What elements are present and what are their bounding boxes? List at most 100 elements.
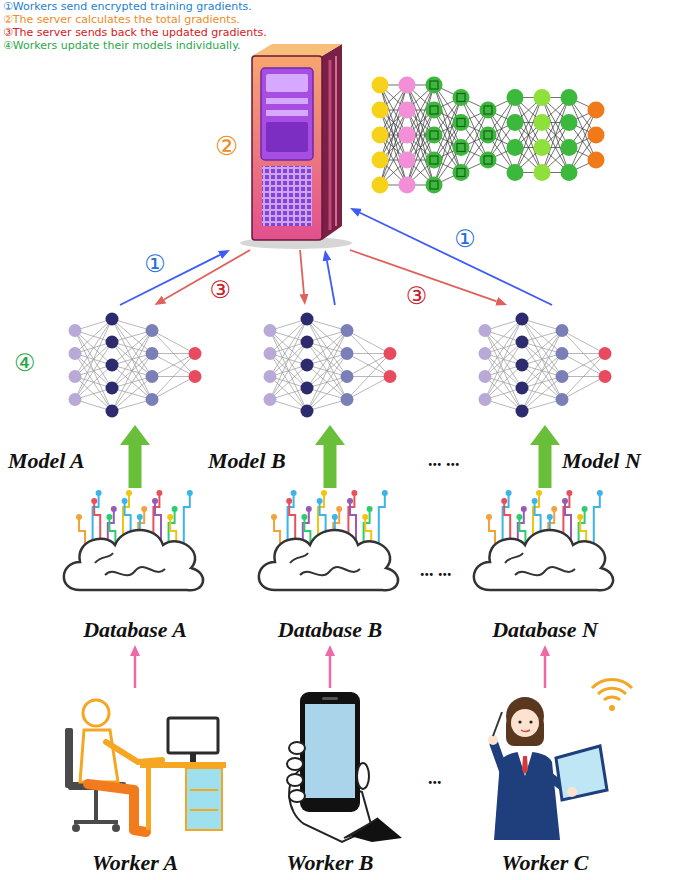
circuit-dot (271, 514, 277, 520)
teacher-tablet-figure-part (609, 705, 615, 711)
network-neuron (426, 177, 443, 194)
database-node: Database A (40, 488, 230, 645)
network-neuron (480, 127, 497, 144)
teacher-tablet-figure-part (598, 688, 626, 694)
network-link (152, 354, 195, 377)
worker-desk-figure-part (80, 730, 118, 782)
network-neuron (69, 393, 82, 406)
network-neuron (341, 370, 354, 383)
teacher-tablet-figure-part (521, 730, 530, 732)
circuit-dot (156, 490, 162, 496)
network-neuron (534, 139, 551, 156)
network-link (307, 377, 347, 412)
db-label: Database N (492, 617, 598, 643)
ellipsis-mark: ... ... (428, 450, 460, 471)
network-neuron (301, 336, 314, 349)
label-holder: ①Workers send encrypted training gradien… (3, 1, 252, 14)
network-neuron (479, 347, 492, 360)
circuit-dot (291, 490, 297, 496)
server-tower-part (266, 122, 308, 152)
label-holder: ②The server calculates the total gradien… (3, 14, 240, 27)
network-neuron (453, 114, 470, 131)
network-neuron-square (430, 131, 438, 139)
network-neuron (264, 370, 277, 383)
network-neuron (507, 164, 524, 181)
worker-desk-figure-part (94, 790, 98, 820)
model-node: Model A (60, 305, 210, 425)
worker-desk-figure-part (74, 820, 118, 824)
network-neuron (516, 336, 529, 349)
network-neuron-square (457, 144, 465, 152)
circuit-dot (187, 490, 193, 496)
model-node: Model B (255, 305, 405, 425)
network-neuron (534, 89, 551, 106)
server-tower-part (322, 44, 342, 240)
circuit-dot (167, 514, 173, 520)
label-holder: ③The server sends back the updated gradi… (3, 27, 267, 40)
network-neuron (507, 139, 524, 156)
training-arrow (324, 445, 337, 488)
network-link (307, 354, 347, 412)
network-neuron (399, 102, 416, 119)
circuit-dot (301, 514, 307, 520)
worker-label: Worker C (502, 850, 589, 876)
network-neuron (453, 139, 470, 156)
server-tower-part (266, 74, 308, 92)
network-neuron (106, 313, 119, 326)
circuit-dot (382, 490, 388, 496)
worker-node: Worker A (40, 688, 230, 878)
network-neuron (106, 405, 119, 418)
network-neuron (426, 77, 443, 94)
network-link (307, 331, 347, 389)
network-link (152, 331, 195, 354)
network-neuron-square (430, 181, 438, 189)
circuit-dot (597, 490, 603, 496)
callout-number: ① (142, 250, 168, 276)
teacher-tablet-figure-part (529, 720, 532, 723)
cloud-fold (515, 567, 575, 575)
network-neuron (189, 347, 202, 360)
training-arrow (539, 445, 552, 488)
network-link (75, 365, 112, 400)
data-arrow (329, 656, 332, 688)
network-link (347, 377, 390, 400)
network-neuron (599, 347, 612, 360)
network-link (152, 377, 195, 400)
network-neuron (106, 336, 119, 349)
network-neuron (453, 89, 470, 106)
upload-arrow (327, 261, 335, 305)
network-neuron (146, 324, 159, 337)
model-label: Model B (208, 448, 286, 474)
ellipsis-mark: ... (428, 768, 442, 789)
circuit-dot (532, 498, 538, 504)
network-neuron (146, 347, 159, 360)
label-holder: ... ... (428, 450, 460, 471)
data-arrow (134, 656, 137, 688)
network-neuron (106, 359, 119, 372)
circuit-dot (111, 506, 117, 512)
cloud-fold (105, 567, 165, 575)
worker-desk-figure-part (88, 784, 146, 832)
circuit-dot (367, 506, 373, 512)
network-neuron (301, 382, 314, 395)
circuit-dot (521, 506, 527, 512)
network-link (542, 98, 569, 173)
cloud-fold (95, 553, 113, 563)
server-tower-part (266, 98, 308, 104)
download-arrow (164, 250, 250, 300)
network-link (522, 319, 562, 377)
network-neuron (479, 324, 492, 337)
circuit-dot (547, 514, 553, 520)
server-tower-part (252, 56, 322, 240)
circuit-dot (122, 498, 128, 504)
circuit-branch (594, 493, 600, 550)
callout-holder: ① (452, 225, 478, 251)
teacher-tablet-figure-part (488, 735, 498, 745)
network-neuron-square (484, 156, 492, 164)
network-neuron (372, 152, 389, 169)
network-link (347, 331, 390, 354)
network-neuron-square (484, 106, 492, 114)
network-neuron-square (430, 81, 438, 89)
